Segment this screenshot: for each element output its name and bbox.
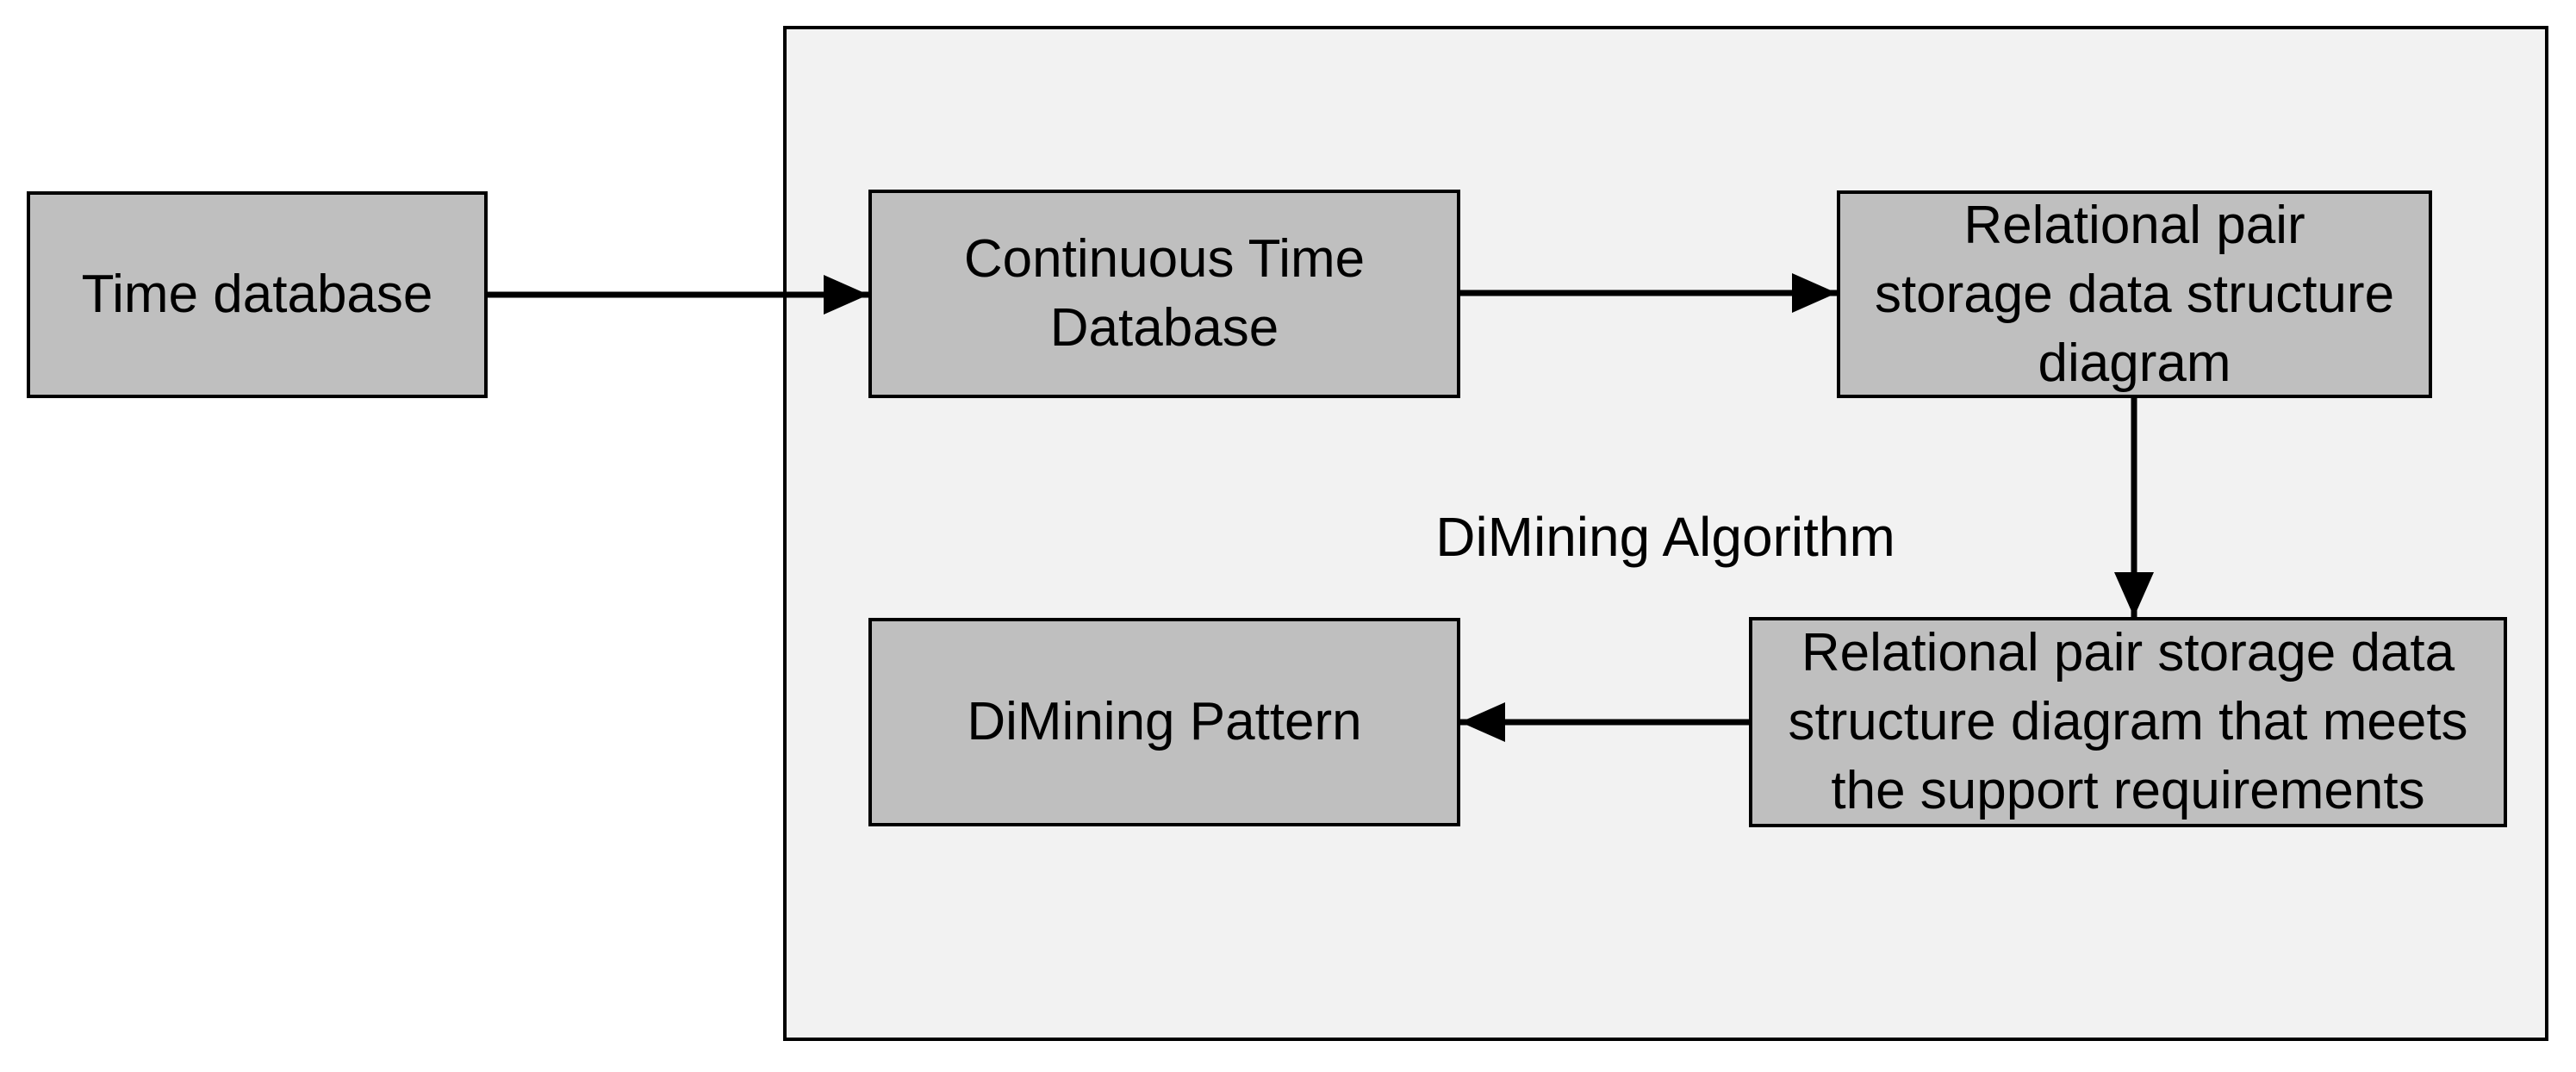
dimining-algorithm-label: DiMining Algorithm (1435, 506, 1895, 568)
node-dimining-pattern: DiMining Pattern (868, 618, 1460, 826)
node-time-database-label: Time database (81, 265, 433, 324)
node-meets-support-requirements-label: Relational pair storage data structure d… (1788, 623, 2468, 820)
node-time-database: Time database (27, 191, 488, 398)
node-continuous-time-database-label: Continuous Time Database (963, 229, 1366, 358)
node-continuous-time-database: Continuous Time Database (868, 190, 1460, 398)
node-relational-pair-storage-diagram-label: Relational pair storage data structure d… (1874, 195, 2395, 393)
node-dimining-pattern-label: DiMining Pattern (967, 692, 1362, 751)
node-meets-support-requirements: Relational pair storage data structure d… (1749, 617, 2507, 827)
node-relational-pair-storage-diagram: Relational pair storage data structure d… (1837, 190, 2432, 398)
